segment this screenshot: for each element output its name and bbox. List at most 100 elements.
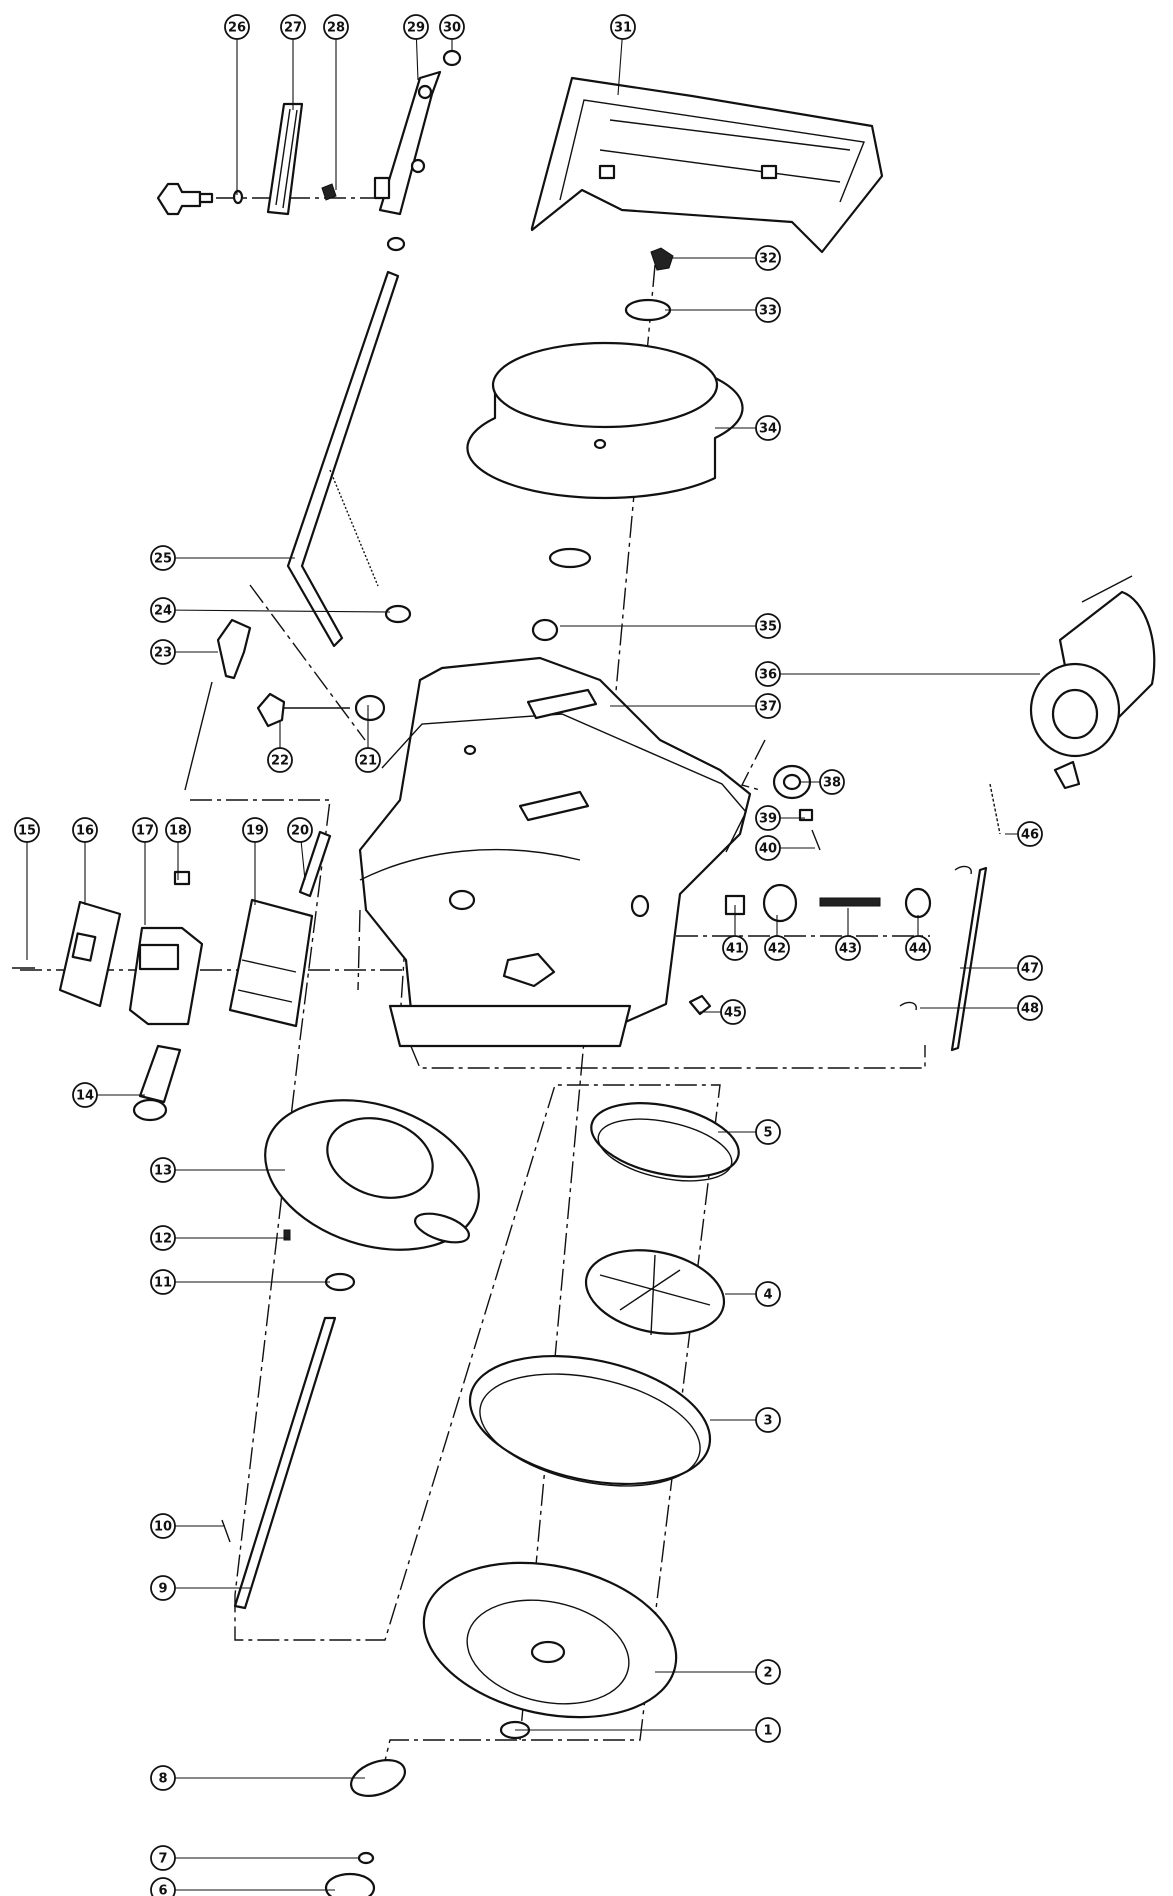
callout-number: 41 <box>726 942 744 957</box>
callout-number: 15 <box>18 824 36 839</box>
callout-number: 34 <box>759 422 777 437</box>
callout-bubble <box>755 835 781 861</box>
callout-bubble <box>905 935 931 961</box>
handle-tube <box>286 236 446 722</box>
callout-leader-line <box>162 609 391 613</box>
callout-number: 38 <box>823 776 841 791</box>
callout-16: 16 <box>72 817 98 905</box>
callout-20: 20 <box>287 817 313 881</box>
callout-bubble <box>755 693 781 719</box>
callout-number: 43 <box>839 942 857 957</box>
callout-42: 42 <box>764 915 790 961</box>
callout-30: 30 <box>439 14 465 52</box>
callout-number: 7 <box>158 1852 167 1867</box>
upper-weight-assembly <box>466 247 744 569</box>
callout-bubble <box>150 545 176 571</box>
callout-number: 19 <box>246 824 264 839</box>
callout-5: 5 <box>718 1119 781 1145</box>
callout-number: 10 <box>154 1520 172 1535</box>
callout-number: 45 <box>724 1006 742 1021</box>
callout-bubble <box>150 1269 176 1295</box>
callout-number: 44 <box>909 942 927 957</box>
callout-bubble <box>150 1575 176 1601</box>
callout-number: 39 <box>759 812 777 827</box>
callout-number: 1 <box>763 1724 772 1739</box>
callout-18: 18 <box>165 817 191 880</box>
callout-2: 2 <box>655 1659 781 1685</box>
electric-motor <box>1029 575 1156 790</box>
callout-35: 35 <box>560 613 781 639</box>
callout-number: 30 <box>443 21 461 36</box>
callout-bubble <box>403 14 429 40</box>
callout-number: 2 <box>763 1666 772 1681</box>
callout-31: 31 <box>610 14 636 96</box>
callout-3: 3 <box>710 1407 781 1433</box>
callout-bubble <box>150 1157 176 1183</box>
callout-40: 40 <box>755 835 815 861</box>
callout-number: 17 <box>136 824 154 839</box>
callout-bubble <box>755 1659 781 1685</box>
callout-44: 44 <box>905 915 931 961</box>
callout-bubble <box>323 14 349 40</box>
callout-number: 4 <box>763 1288 772 1303</box>
switch-box-assembly <box>12 830 332 1122</box>
callout-bubble <box>72 817 98 843</box>
callout-47: 47 <box>960 955 1043 981</box>
callout-bubble <box>755 1281 781 1307</box>
motor-housing <box>358 618 752 1048</box>
callout-17: 17 <box>132 817 158 925</box>
callout-number: 47 <box>1021 962 1039 977</box>
callout-27: 27 <box>280 14 306 110</box>
callout-25: 25 <box>150 545 295 571</box>
callout-21: 21 <box>355 705 381 773</box>
handle-clamp-assembly <box>156 49 462 216</box>
callout-bubble <box>280 14 306 40</box>
callout-bubble <box>150 639 176 665</box>
callout-bubble <box>132 817 158 843</box>
drive-plate <box>264 1099 480 1292</box>
callout-22: 22 <box>267 720 293 773</box>
callout-36: 36 <box>755 661 1040 687</box>
callout-number: 11 <box>154 1276 172 1291</box>
callout-number: 12 <box>154 1232 172 1247</box>
callout-bubble <box>755 805 781 831</box>
callout-33: 33 <box>665 297 781 323</box>
callout-bubble <box>150 1225 176 1251</box>
callout-bubble <box>72 1082 98 1108</box>
callout-29: 29 <box>403 14 429 81</box>
callout-bubble <box>287 817 313 843</box>
callout-11: 11 <box>150 1269 330 1295</box>
callout-bubble <box>150 1513 176 1539</box>
callout-bubble <box>14 817 40 843</box>
base-pad <box>422 1561 678 1740</box>
callout-bubble <box>150 1845 176 1871</box>
callout-number: 35 <box>759 620 777 635</box>
callout-34: 34 <box>715 415 781 441</box>
callout-bubble <box>242 817 268 843</box>
callout-number: 9 <box>158 1582 167 1597</box>
callout-number: 5 <box>763 1126 772 1141</box>
callout-9: 9 <box>150 1575 250 1601</box>
callout-bubble <box>755 1119 781 1145</box>
callout-number: 14 <box>76 1089 94 1104</box>
callout-bubble <box>755 415 781 441</box>
callout-bubble <box>224 14 250 40</box>
callout-48: 48 <box>920 995 1043 1021</box>
callout-bubble <box>755 297 781 323</box>
callout-bubble <box>355 747 381 773</box>
callout-bubble <box>439 14 465 40</box>
callout-7: 7 <box>150 1845 360 1871</box>
callout-number: 46 <box>1021 828 1039 843</box>
callout-number: 42 <box>768 942 786 957</box>
callout-bubble <box>150 1877 176 1896</box>
callout-8: 8 <box>150 1765 365 1791</box>
callout-number: 28 <box>327 21 345 36</box>
callout-bubble <box>720 999 746 1025</box>
callout-number: 27 <box>284 21 302 36</box>
callout-number: 29 <box>407 21 425 36</box>
drive-shaft <box>221 1316 337 1610</box>
callout-bubble <box>755 1407 781 1433</box>
callout-bubble <box>1017 821 1043 847</box>
power-cord-and-knob <box>184 618 350 791</box>
